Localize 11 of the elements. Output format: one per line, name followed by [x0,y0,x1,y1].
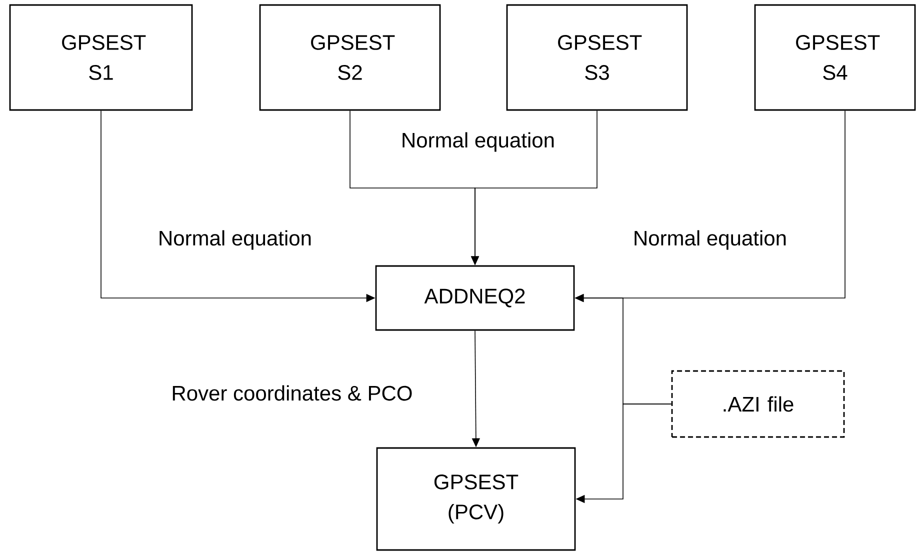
process-box: GPSEST (PCV) [376,447,576,551]
process-box: GPSEST S1 [9,4,193,111]
edge-label: Normal equation [156,228,314,252]
process-box: GPSEST S4 [754,4,916,111]
process-box: ADDNEQ2 [375,265,575,331]
edge-label: Normal equation [398,130,558,154]
process-box: GPSEST S3 [506,4,688,111]
process-box: GPSEST S2 [259,4,441,111]
file-box: .AZI file [671,370,845,438]
edge-label: Rover coordinates & PCO [169,383,415,403]
edge-label: Normal equation [630,228,790,252]
